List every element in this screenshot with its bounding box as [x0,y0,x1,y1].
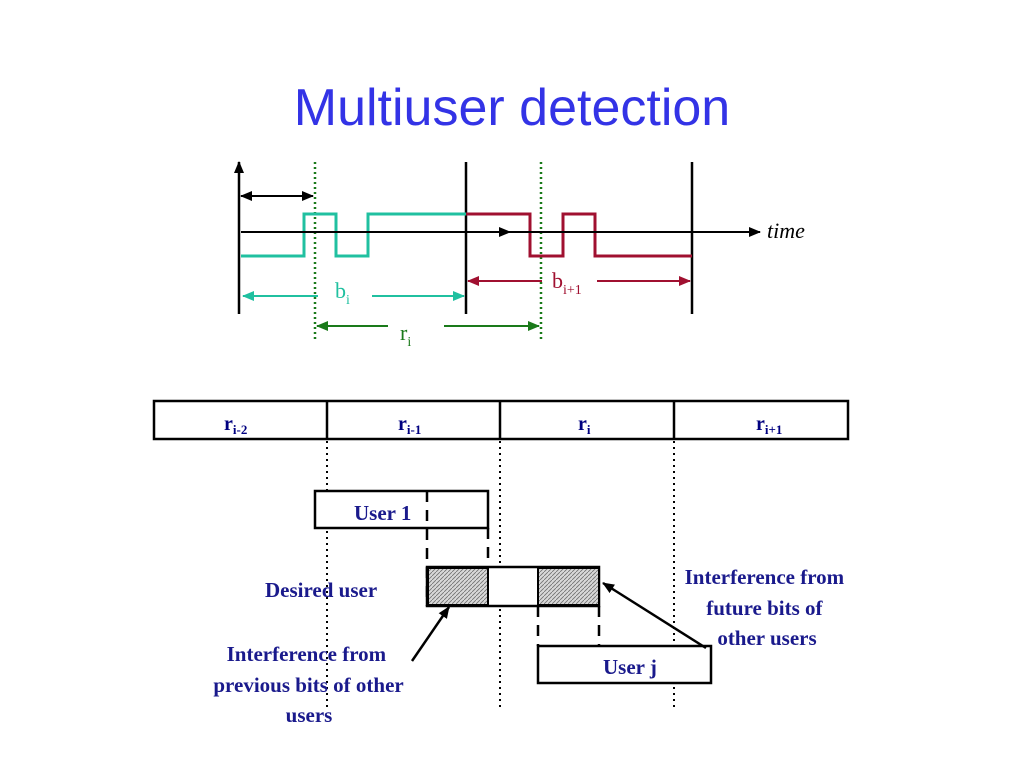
window-cell-label: ri [578,413,591,437]
desired-user-label: Desired user [265,578,377,602]
userj-label: User j [603,655,657,679]
userj-box [536,644,713,685]
user1-box [313,489,490,530]
interference-previous-region [427,567,489,606]
teal-waveform [241,212,466,258]
window-i-label: ri [400,320,411,350]
window-cell-label: ri-2 [224,413,247,437]
window-cell-label: ri+1 [756,413,782,437]
previous-interference-label: Interference from previous bits of other… [213,642,408,727]
crimson-waveform [466,212,692,258]
bit-next-label: bi+1 [552,268,582,298]
page-title: Multiuser detection [293,79,731,137]
time-label: time [767,218,805,243]
interference-future-region [537,567,600,606]
future-interference-label: Interference from future bits of other u… [685,565,850,650]
user1-label: User 1 [354,501,411,525]
bit-i-label: bi [335,278,350,308]
window-cell-label: ri-1 [398,413,421,437]
previous-interference-arrow [410,606,451,662]
future-interference-arrow [602,581,707,650]
